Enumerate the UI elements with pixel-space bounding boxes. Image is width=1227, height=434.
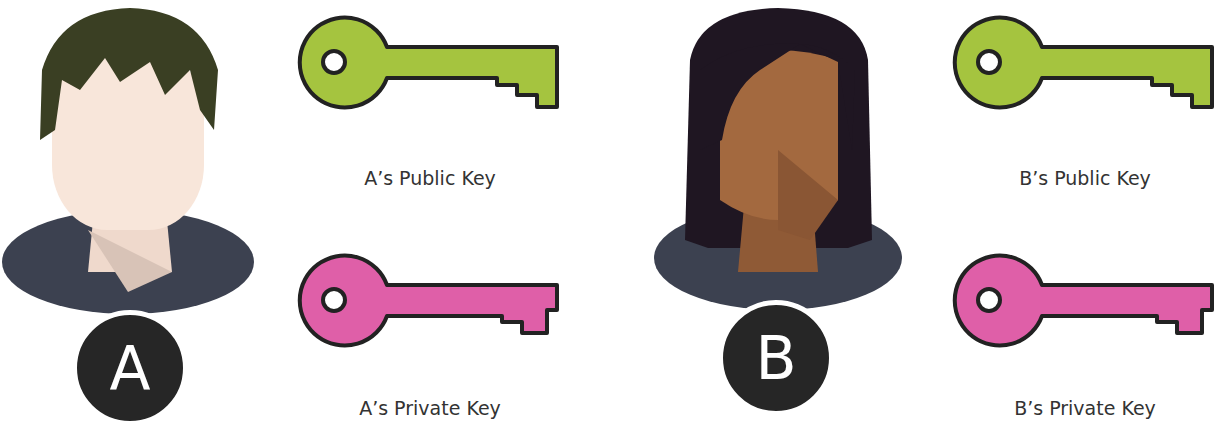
person-badge: B — [718, 300, 834, 416]
person-a-avatar — [2, 8, 254, 314]
person-b-avatar — [654, 8, 902, 310]
key-caption: B’s Private Key — [1014, 397, 1156, 420]
a-public-key — [300, 17, 557, 107]
key-caption: A’s Public Key — [364, 167, 496, 190]
b-private-key — [955, 256, 1212, 346]
key-caption: A’s Private Key — [359, 397, 501, 420]
key-caption: B’s Public Key — [1019, 167, 1151, 190]
a-private-key — [300, 256, 557, 346]
badge-letter: A — [109, 338, 150, 398]
person-badge: A — [72, 310, 188, 426]
badge-letter: B — [755, 328, 796, 388]
b-public-key — [955, 17, 1212, 107]
